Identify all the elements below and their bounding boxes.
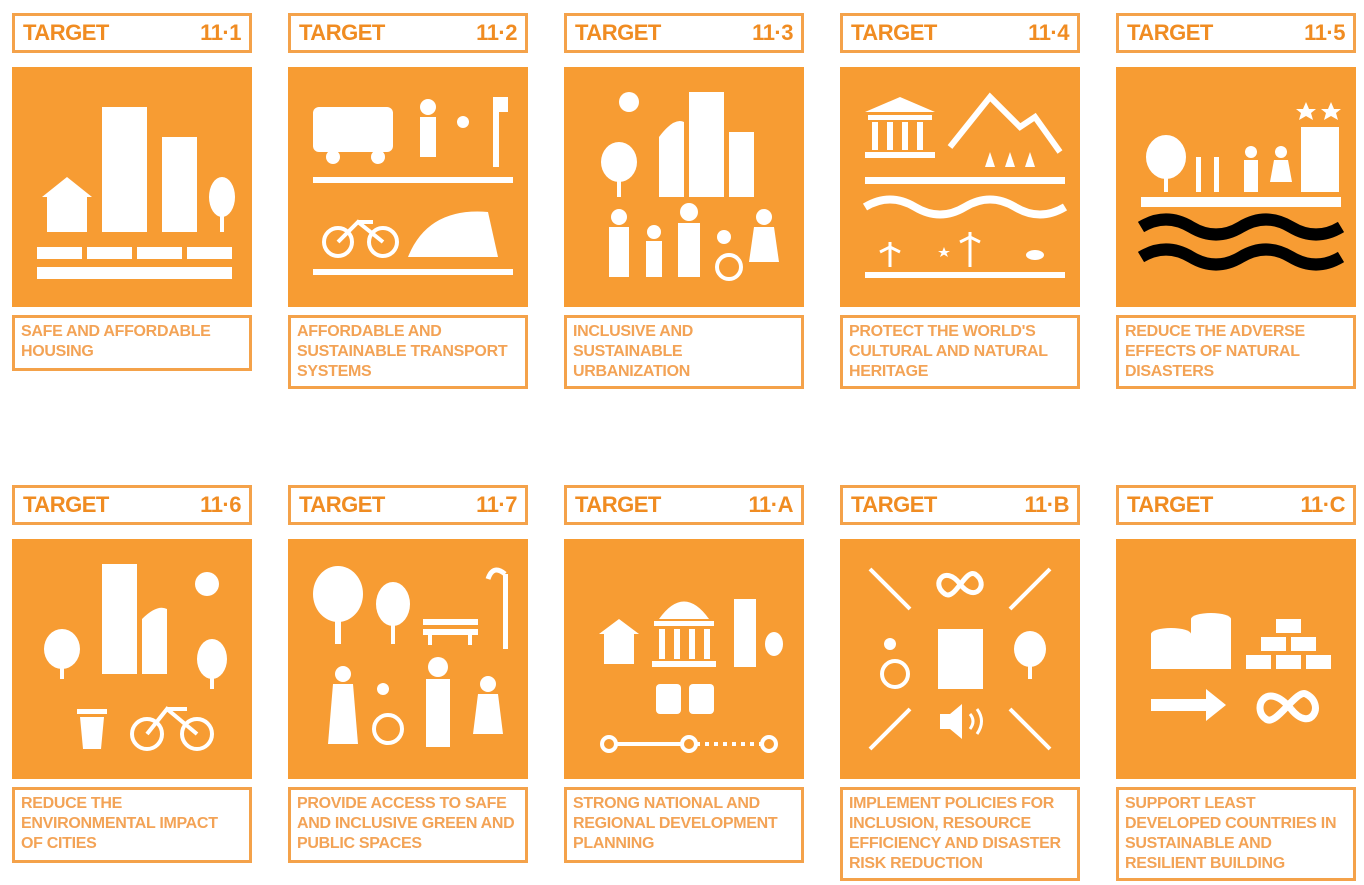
target-description: STRONG NATIONAL AND REGIONAL DEVELOPMENT…	[564, 787, 804, 863]
target-card-11-5: TARGET 11·5 REDUCE THE ADVERSE EFFECTS O…	[1116, 13, 1356, 389]
target-label: TARGET	[851, 20, 937, 45]
target-description: REDUCE THE ENVIRONMENTAL IMPACT OF CITIE…	[12, 787, 252, 863]
target-description: IMPLEMENT POLICIES FOR INCLUSION, RESOUR…	[840, 787, 1080, 881]
planning-icon	[564, 539, 804, 779]
target-header: TARGET 11·5	[1116, 13, 1356, 53]
target-header: TARGET 11·A	[564, 485, 804, 525]
target-number: 11·A	[748, 492, 794, 517]
target-label: TARGET	[299, 20, 385, 45]
target-header: TARGET 11·B	[840, 485, 1080, 525]
target-header: TARGET 11·4	[840, 13, 1080, 53]
target-card-11-6: TARGET 11·6 REDUCE THE ENVIRONMENTAL IMP…	[12, 485, 252, 863]
target-card-11-1: TARGET 11·1 SAFE AND AFFORDABLE HOUSING	[12, 13, 252, 371]
disaster-icon	[1116, 67, 1356, 307]
target-header: TARGET 11·C	[1116, 485, 1356, 525]
target-card-11-3: TARGET 11·3 INCLUSIVE AND SUSTAINABLE UR…	[564, 13, 804, 389]
target-description: SAFE AND AFFORDABLE HOUSING	[12, 315, 252, 371]
public-space-icon	[288, 539, 528, 779]
target-header: TARGET 11·6	[12, 485, 252, 525]
target-number: 11·4	[1028, 20, 1069, 45]
target-label: TARGET	[575, 492, 661, 517]
target-card-11-4: TARGET 11·4 PROTECT THE WORLD'S CULTURAL…	[840, 13, 1080, 389]
target-description: PROVIDE ACCESS TO SAFE AND INCLUSIVE GRE…	[288, 787, 528, 863]
target-label: TARGET	[1127, 20, 1213, 45]
target-number: 11·2	[476, 20, 517, 45]
policies-icon	[840, 539, 1080, 779]
target-description: AFFORDABLE AND SUSTAINABLE TRANSPORT SYS…	[288, 315, 528, 389]
target-number: 11·5	[1304, 20, 1345, 45]
environment-icon	[12, 539, 252, 779]
target-label: TARGET	[23, 492, 109, 517]
target-number: 11·B	[1024, 492, 1070, 517]
target-description: INCLUSIVE AND SUSTAINABLE URBANIZATION	[564, 315, 804, 389]
target-number: 11·C	[1300, 492, 1346, 517]
target-card-11-B: TARGET 11·B IMPLEMENT POLICIES FOR INCLU…	[840, 485, 1080, 881]
target-header: TARGET 11·7	[288, 485, 528, 525]
target-card-11-A: TARGET 11·A STRONG NATIONAL AND REGIONAL…	[564, 485, 804, 863]
target-number: 11·1	[200, 20, 241, 45]
target-label: TARGET	[575, 20, 661, 45]
target-card-11-7: TARGET 11·7 PROVIDE ACCESS TO SAFE AND I…	[288, 485, 528, 863]
target-description: SUPPORT LEAST DEVELOPED COUNTRIES IN SUS…	[1116, 787, 1356, 881]
resilient-building-icon	[1116, 539, 1356, 779]
target-label: TARGET	[1127, 492, 1213, 517]
target-number: 11·7	[476, 492, 517, 517]
target-card-11-C: TARGET 11·C SUPPORT LEAST DEVELOPED COUN…	[1116, 485, 1356, 881]
urbanization-icon	[564, 67, 804, 307]
target-description: REDUCE THE ADVERSE EFFECTS OF NATURAL DI…	[1116, 315, 1356, 389]
target-description: PROTECT THE WORLD'S CULTURAL AND NATURAL…	[840, 315, 1080, 389]
target-label: TARGET	[299, 492, 385, 517]
target-label: TARGET	[23, 20, 109, 45]
target-header: TARGET 11·1	[12, 13, 252, 53]
target-card-11-2: TARGET 11·2 AFFORDABLE AND SUSTAINABLE T…	[288, 13, 528, 389]
heritage-icon	[840, 67, 1080, 307]
target-header: TARGET 11·3	[564, 13, 804, 53]
target-header: TARGET 11·2	[288, 13, 528, 53]
transport-icon	[288, 67, 528, 307]
target-number: 11·6	[200, 492, 241, 517]
target-number: 11·3	[752, 20, 793, 45]
housing-icon	[12, 67, 252, 307]
target-label: TARGET	[851, 492, 937, 517]
